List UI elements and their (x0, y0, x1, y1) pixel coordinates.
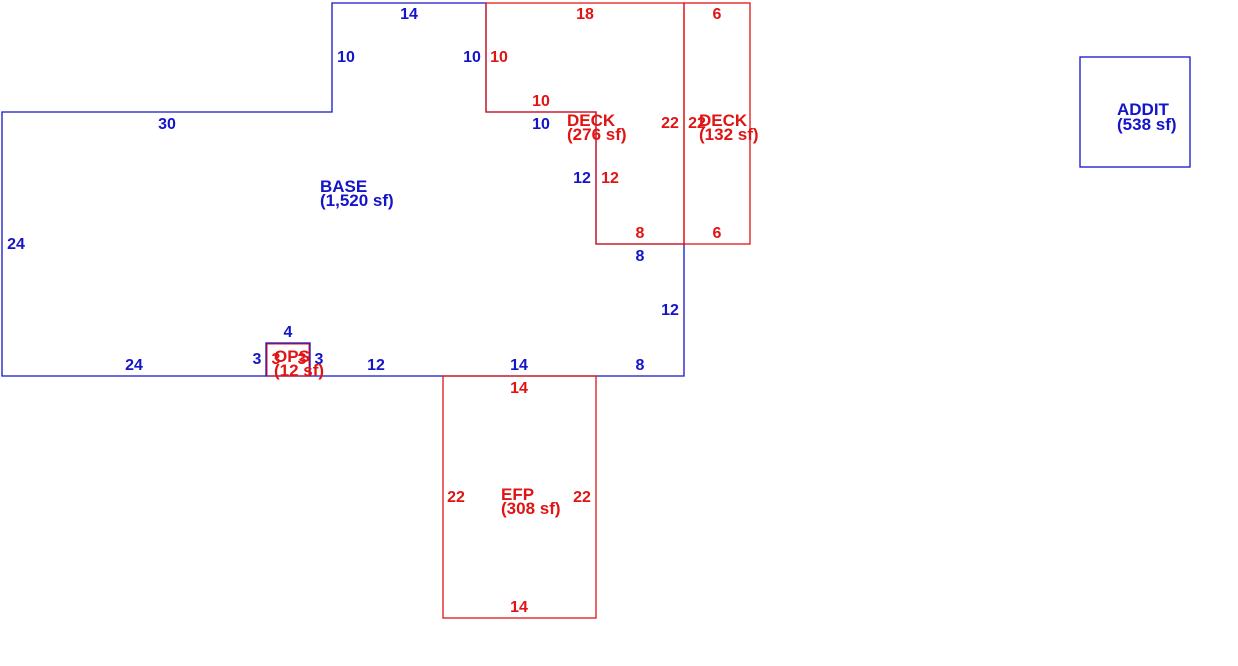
dim-label: 12 (367, 357, 385, 374)
efp-area-size: (308 sf) (501, 499, 561, 518)
dim-label: 24 (125, 357, 143, 374)
deck1-area-size: (276 sf) (567, 125, 627, 144)
dim-label: 14 (510, 599, 528, 616)
ops-area-name: OPS (274, 347, 310, 366)
dim-label: 8 (636, 357, 645, 374)
efp-outline (442, 375, 597, 619)
dim-label: 22 (661, 115, 679, 132)
dim-label: 10 (532, 116, 550, 133)
dim-label: 12 (573, 170, 591, 187)
base-area-name: BASE (320, 177, 367, 196)
dim-label: 10 (490, 49, 508, 66)
deck2-area-name: DECK (699, 111, 748, 130)
dim-label: 6 (713, 225, 722, 242)
deck1-area-name: DECK (567, 111, 616, 130)
dim-label: 14 (510, 357, 528, 374)
ops-outline (266, 343, 310, 377)
dim-label: 30 (158, 116, 176, 133)
efp-area-name: EFP (501, 485, 534, 504)
addit-area-size: (538 sf) (1117, 115, 1177, 134)
dim-label: 6 (713, 6, 722, 23)
addit-outline (1079, 56, 1191, 168)
dim-label: 22 (573, 489, 591, 506)
dim-label: 10 (532, 93, 550, 110)
deck2-area-size: (132 sf) (699, 125, 759, 144)
deck2-outline (683, 2, 751, 245)
dim-label: 3 (298, 351, 307, 368)
base-area-size: (1,520 sf) (320, 191, 394, 210)
dim-label: 3 (253, 351, 262, 368)
dim-label: 12 (601, 170, 619, 187)
dim-label: 10 (463, 49, 481, 66)
dim-label: 14 (510, 380, 528, 397)
dim-label: 4 (284, 324, 293, 341)
dim-label: 3 (315, 351, 324, 368)
dim-label: 3 (272, 351, 281, 368)
dim-label: 18 (576, 6, 594, 23)
dim-label: 8 (636, 248, 645, 265)
ops-area-size: (12 sf) (274, 361, 324, 380)
addit-area-name: ADDIT (1117, 100, 1170, 119)
dim-label: 24 (7, 236, 25, 253)
dim-label: 22 (447, 489, 465, 506)
dim-label: 22 (688, 115, 706, 132)
dim-label: 14 (400, 6, 418, 23)
dim-label: 10 (337, 49, 355, 66)
dim-label: 12 (661, 302, 679, 319)
dim-label: 8 (636, 225, 645, 242)
